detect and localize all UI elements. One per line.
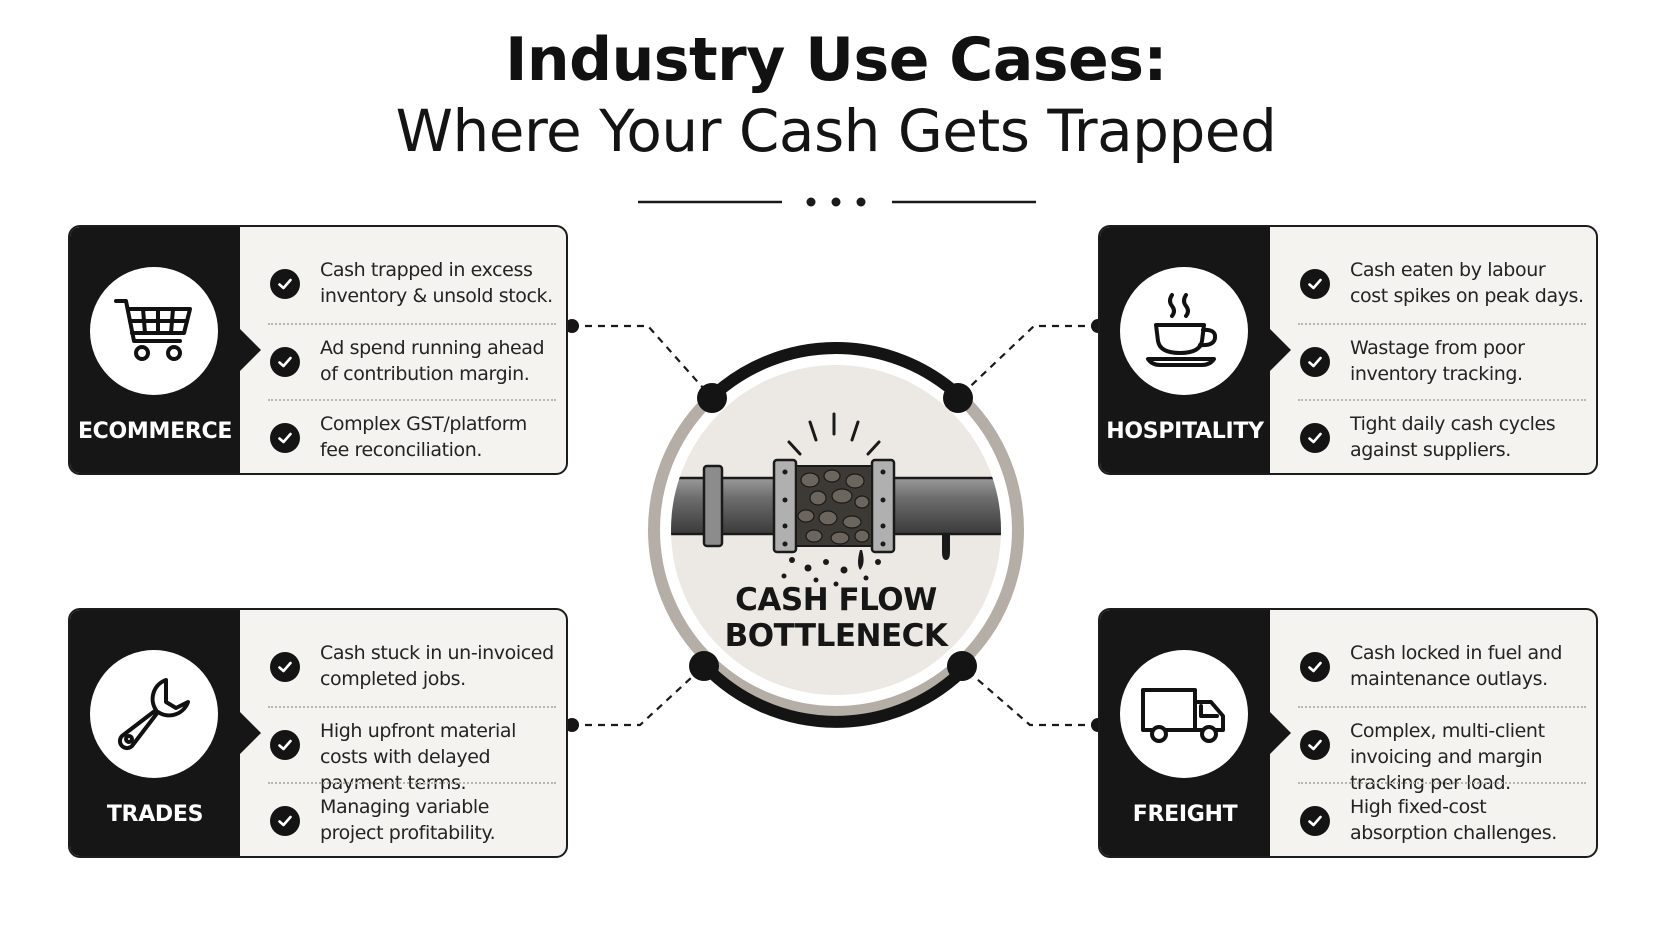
- list-item: Cash eaten by labour cost spikes on peak…: [1298, 247, 1586, 323]
- check-icon: [270, 423, 300, 453]
- card-label: ECOMMERCE: [77, 419, 233, 444]
- check-icon: [1300, 730, 1330, 760]
- check-icon: [270, 806, 300, 836]
- check-icon: [1300, 269, 1330, 299]
- page-subtitle: Where Your Cash Gets Trapped: [395, 97, 1277, 165]
- card-list: Cash eaten by labour cost spikes on peak…: [1298, 247, 1586, 473]
- card-list: Cash locked in fuel and maintenance outl…: [1298, 630, 1586, 856]
- clogged-pipe-icon: [671, 458, 1001, 570]
- list-item: Wastage from poor inventory tracking.: [1298, 323, 1586, 399]
- list-item: Tight daily cash cycles against supplier…: [1298, 399, 1586, 473]
- list-item: Cash stuck in un-invoiced completed jobs…: [268, 630, 556, 706]
- card-ecommerce: ECOMMERCE Cash trapped in excess invento…: [68, 225, 568, 475]
- card-label: HOSPITALITY: [1106, 419, 1264, 444]
- card-list: Cash trapped in excess inventory & unsol…: [268, 247, 556, 473]
- check-icon: [270, 269, 300, 299]
- truck-icon: [1120, 650, 1248, 778]
- list-item: High fixed-cost absorption challenges.: [1298, 782, 1586, 856]
- list-item: Cash trapped in excess inventory & unsol…: [268, 247, 556, 323]
- list-item: Ad spend running ahead of contribution m…: [268, 323, 556, 399]
- center-label-line1: CASH FLOW: [735, 582, 937, 618]
- check-icon: [1300, 423, 1330, 453]
- list-item: Complex GST/platform fee reconciliation.: [268, 399, 556, 473]
- card-label: FREIGHT: [1132, 802, 1238, 827]
- wrench-icon: [90, 650, 218, 778]
- card-freight: FREIGHT Cash locked in fuel and maintena…: [1098, 608, 1598, 858]
- list-item: High upfront material costs with delayed…: [268, 706, 556, 794]
- check-icon: [270, 652, 300, 682]
- page-title: Industry Use Cases:: [505, 25, 1167, 95]
- center-label: CASH FLOW BOTTLENECK: [706, 582, 966, 654]
- list-item: Cash locked in fuel and maintenance outl…: [1298, 630, 1586, 706]
- check-icon: [1300, 652, 1330, 682]
- card-trades: TRADES Cash stuck in un-invoiced complet…: [68, 608, 568, 858]
- list-item: Complex, multi-client invoicing and marg…: [1298, 706, 1586, 794]
- coffee-cup-icon: [1120, 267, 1248, 395]
- center-label-line2: BOTTLENECK: [724, 618, 948, 654]
- check-icon: [1300, 347, 1330, 377]
- card-list: Cash stuck in un-invoiced completed jobs…: [268, 630, 556, 856]
- check-icon: [1300, 806, 1330, 836]
- card-label: TRADES: [106, 802, 204, 827]
- list-item: Managing variable project profitability.: [268, 782, 556, 856]
- shopping-cart-icon: [90, 267, 218, 395]
- check-icon: [270, 347, 300, 377]
- check-icon: [270, 730, 300, 760]
- card-hospitality: HOSPITALITY Cash eaten by labour cost sp…: [1098, 225, 1598, 475]
